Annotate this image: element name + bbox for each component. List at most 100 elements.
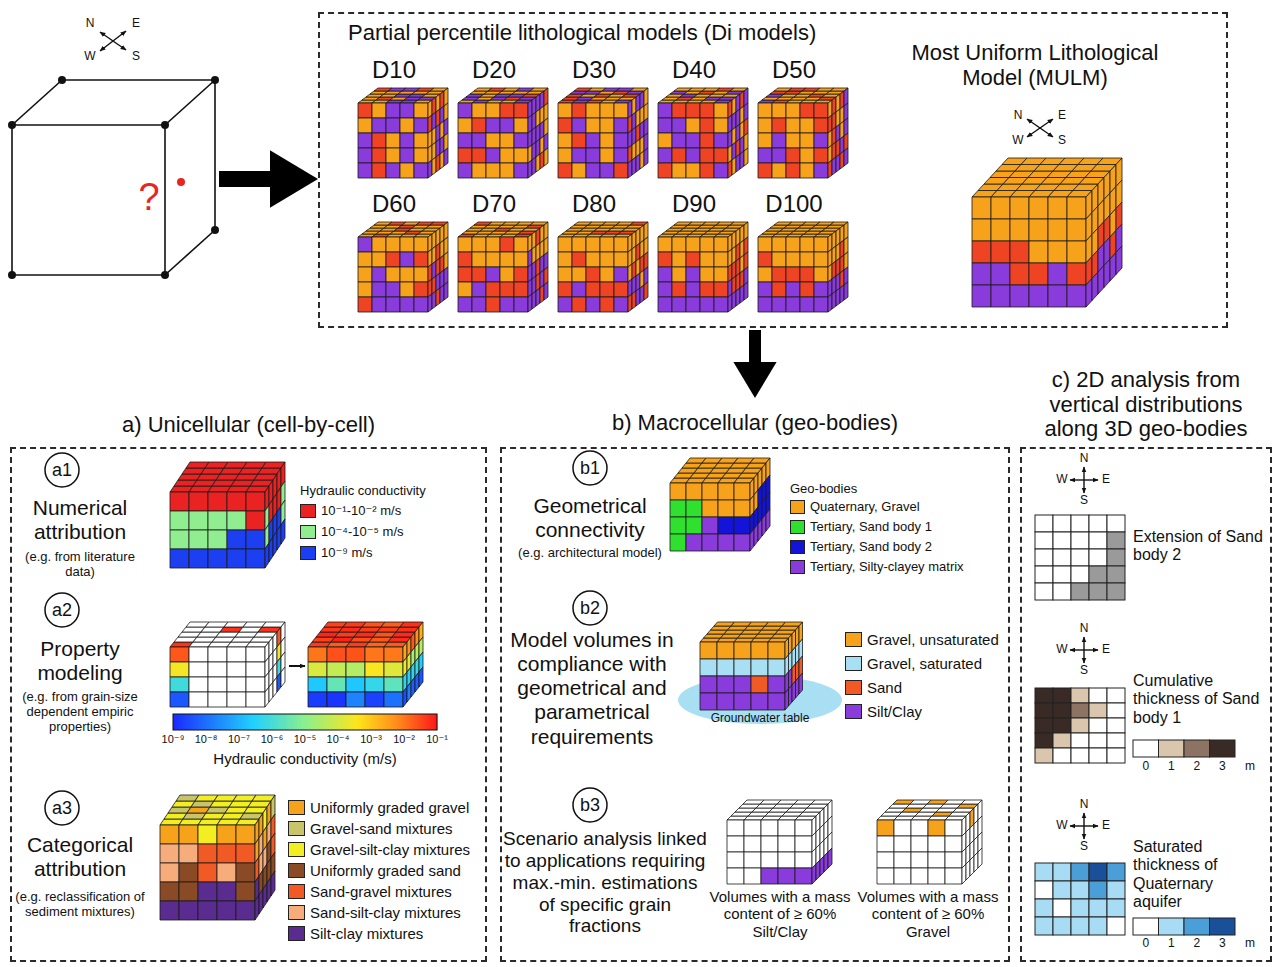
legend-item: 10⁻¹-10⁻² m/s	[300, 504, 401, 518]
colorbar-step	[303, 714, 305, 730]
cube-cell	[672, 163, 686, 178]
cube-cell	[189, 511, 208, 530]
cube-cell	[820, 856, 824, 876]
colorbar-step	[229, 714, 231, 730]
cube-cell	[714, 282, 728, 297]
cube-cell	[877, 852, 894, 868]
cube-cell	[832, 291, 836, 309]
grid-cell	[1107, 583, 1125, 600]
cube-cell	[179, 882, 198, 901]
cube-cell	[384, 647, 403, 662]
cube-cell	[972, 263, 991, 285]
cube-cell	[160, 844, 179, 863]
percentile-model: D70	[458, 190, 550, 314]
cube-cell	[970, 856, 974, 876]
colorbar-step	[255, 714, 257, 730]
grid-cell	[1089, 748, 1107, 763]
cube-cell	[160, 882, 179, 901]
cube-cell	[170, 692, 189, 707]
node-text: D100	[758, 190, 830, 218]
colorbar-step	[355, 714, 357, 730]
cube-cell	[795, 868, 812, 884]
cube-cell	[761, 836, 778, 852]
cube-edge	[12, 124, 165, 126]
percentile-cube	[558, 88, 648, 178]
cube-cell	[514, 252, 528, 267]
cube-cell	[640, 285, 644, 303]
cube-cell	[734, 642, 751, 659]
cube-cell	[658, 267, 672, 282]
cube-cell	[170, 677, 189, 692]
cube-cell	[814, 148, 828, 163]
legend-item: Silt-clay mixtures	[288, 926, 423, 941]
colorbar-step	[251, 714, 253, 730]
grid-cell	[1053, 549, 1071, 566]
map-title: Cumulative thickness of Sand body 1	[1133, 672, 1265, 727]
cube-cell	[740, 285, 744, 303]
cube-cell	[407, 682, 411, 702]
cube-cell	[768, 642, 785, 659]
cube-cell	[768, 676, 785, 693]
cube-cell	[372, 163, 386, 178]
mulm-model: Most Uniform Lithological Model (MULM)	[900, 40, 1170, 312]
colorbar-step	[241, 714, 243, 730]
cube-cell	[189, 492, 208, 511]
cube-cell	[365, 647, 384, 662]
cube-cell	[600, 297, 614, 312]
grid-cell	[1089, 688, 1107, 703]
method-note: (e.g. from literature data)	[20, 550, 140, 580]
cube-cell	[991, 241, 1010, 263]
cube-cell	[614, 118, 628, 133]
cube-cell	[744, 282, 748, 300]
grid-cell	[1035, 733, 1053, 748]
cube-cell	[768, 659, 785, 676]
cube-cell	[814, 267, 828, 282]
cube-cell	[277, 672, 281, 692]
cube-cell	[658, 148, 672, 163]
colorbar-step	[207, 714, 209, 730]
cube-cell	[814, 118, 828, 133]
cube-cell	[365, 662, 384, 677]
legend-text: Uniformly graded gravel	[310, 799, 469, 816]
compass-letter: S	[1077, 664, 1091, 678]
cube-cell	[1048, 241, 1067, 263]
node-text: a2	[44, 592, 80, 628]
cube-cell	[400, 252, 414, 267]
cube-cell	[514, 148, 528, 163]
legend-swatch	[845, 632, 862, 647]
axis-tick: 10⁻⁷	[223, 733, 255, 746]
cube-cell	[572, 118, 586, 133]
colorbar-step	[371, 714, 373, 730]
legend-swatch	[288, 884, 305, 899]
cube-vertex	[8, 121, 16, 129]
cube-cell	[640, 151, 644, 169]
cube-cell	[686, 252, 700, 267]
cube-cell	[372, 297, 386, 312]
cube-cell	[814, 282, 828, 297]
grid-cell	[1089, 863, 1107, 881]
cube-cell	[346, 647, 365, 662]
cube-cell	[714, 267, 728, 282]
grid-cell	[1053, 688, 1071, 703]
colorbar-step	[431, 714, 433, 730]
colorbar-step	[175, 714, 177, 730]
scale-tick: 2	[1189, 937, 1205, 951]
method-title: Categorical attribution	[10, 833, 150, 881]
legend-item: Sand-gravel mixtures	[288, 884, 452, 899]
node-text: b1	[572, 450, 608, 486]
cube-cell	[632, 291, 636, 309]
cube-cell	[217, 882, 236, 901]
colorbar-step	[349, 714, 351, 730]
cube-cell	[189, 677, 208, 692]
cube-cell	[1048, 285, 1067, 307]
cube-cell	[894, 820, 911, 836]
cube-cell	[536, 288, 540, 306]
grid-cell	[1053, 566, 1071, 583]
cube-cell	[750, 529, 754, 551]
colorbar-step	[233, 714, 235, 730]
colorbar-step	[311, 714, 313, 730]
colorbar-step	[283, 714, 285, 730]
cube-cell	[327, 677, 346, 692]
legend-title: Geo-bodies	[790, 482, 910, 497]
legend-text: Gravel-sand mixtures	[310, 820, 453, 837]
